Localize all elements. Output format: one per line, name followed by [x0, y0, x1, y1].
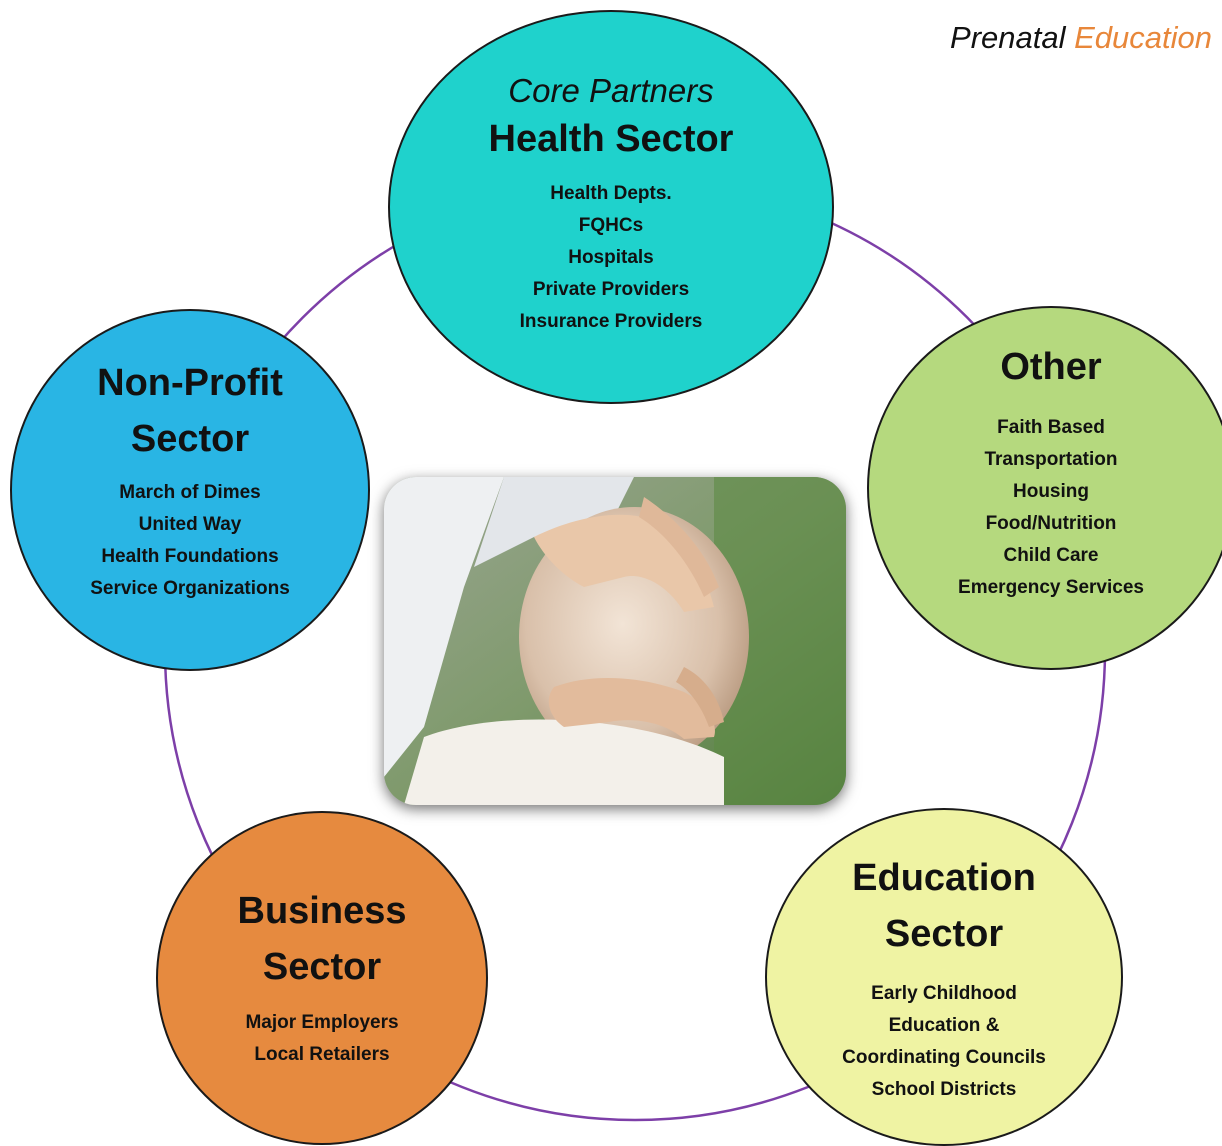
other-item: Housing — [1013, 480, 1089, 502]
nonprofit-items: March of Dimes United Way Health Foundat… — [90, 477, 290, 605]
education-item: Education & — [888, 1015, 1000, 1036]
business-heading: Business Sector — [238, 883, 407, 995]
nonprofit-item: Service Organizations — [90, 578, 290, 599]
education-sector-node: Education Sector Early Childhood Educati… — [765, 808, 1123, 1146]
other-sector-node: Other Faith Based Transportation Housing… — [867, 306, 1222, 670]
title-prefix: Prenatal — [950, 20, 1066, 55]
diagram-title: Prenatal Education — [950, 20, 1212, 56]
other-item: Food/Nutrition — [985, 512, 1117, 534]
health-item: Health Depts. — [550, 182, 672, 204]
health-item: Insurance Providers — [519, 310, 703, 332]
health-item: Private Providers — [532, 278, 690, 300]
business-item: Major Employers — [245, 1012, 399, 1033]
business-heading-line1: Business — [237, 890, 407, 932]
education-item: Early Childhood — [871, 983, 1017, 1004]
nonprofit-heading: Non-Profit Sector — [97, 355, 283, 467]
health-items: Health Depts. FQHCs Hospitals Private Pr… — [520, 178, 703, 338]
nonprofit-heading-line2: Sector — [130, 418, 250, 460]
nonprofit-item: March of Dimes — [119, 482, 261, 503]
education-item: School Districts — [871, 1079, 1017, 1100]
title-accent: Education — [1074, 20, 1212, 55]
nonprofit-item: Health Foundations — [101, 546, 279, 567]
other-items: Faith Based Transportation Housing Food/… — [958, 412, 1144, 604]
health-item: Hospitals — [568, 246, 654, 268]
business-sector-node: Business Sector Major Employers Local Re… — [156, 811, 488, 1145]
photo-illustration — [384, 477, 846, 805]
education-heading: Education Sector — [852, 850, 1036, 962]
other-item: Faith Based — [997, 416, 1105, 438]
business-heading-line2: Sector — [262, 946, 382, 988]
education-heading-line1: Education — [852, 857, 1036, 899]
health-sector-node: Core Partners Health Sector Health Depts… — [388, 10, 834, 404]
business-items: Major Employers Local Retailers — [245, 1007, 398, 1071]
other-item: Child Care — [1003, 544, 1099, 566]
nonprofit-sector-node: Non-Profit Sector March of Dimes United … — [10, 309, 370, 671]
education-heading-line2: Sector — [884, 913, 1004, 955]
other-heading: Other — [1000, 346, 1102, 388]
health-superheading: Core Partners — [508, 72, 714, 109]
nonprofit-item: United Way — [138, 514, 242, 535]
education-item: Coordinating Councils — [842, 1047, 1046, 1068]
business-item: Local Retailers — [254, 1044, 390, 1065]
pregnant-belly-photo — [384, 477, 846, 805]
health-item: FQHCs — [578, 214, 644, 236]
other-item: Emergency Services — [958, 576, 1144, 598]
education-items: Early Childhood Education & Coordinating… — [842, 978, 1046, 1106]
nonprofit-heading-line1: Non-Profit — [97, 362, 283, 404]
health-heading: Health Sector — [488, 118, 734, 160]
other-item: Transportation — [984, 448, 1118, 470]
